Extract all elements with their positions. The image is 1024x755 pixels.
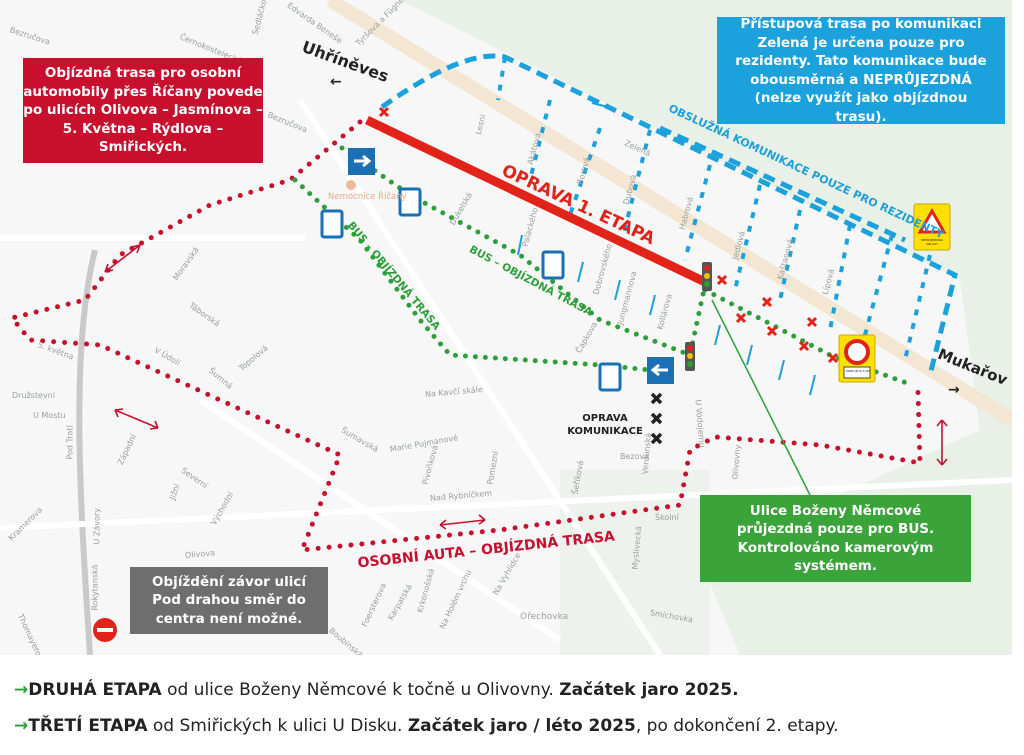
residents-road	[380, 53, 958, 376]
street-label: Rokytanská	[90, 564, 100, 611]
arrow-right-icon: →	[948, 382, 960, 398]
street-label: Bezová	[620, 452, 650, 461]
street-label: Ořechovka	[520, 612, 569, 622]
repair-x-icon	[650, 392, 663, 445]
hospital-label: Nemocnice Říčany	[328, 192, 407, 202]
no-entry-icon	[93, 618, 117, 642]
car-detour-route	[7, 119, 923, 553]
main-road	[326, 0, 1012, 426]
street-label: U Mostu	[33, 411, 66, 420]
stage-2-line: →DRUHÁ ETAPA od ulice Boženy Němcové k t…	[14, 680, 739, 700]
stage-start: Začátek jaro 2025.	[559, 680, 739, 700]
bus-only-info-box: Ulice Boženy Němcové průjezdná pouze pro…	[700, 495, 971, 582]
arrow-right-icon: →	[14, 716, 29, 736]
two-way-arrow-icon	[104, 244, 948, 530]
stage-start: Začátek jaro / léto 2025	[407, 716, 636, 736]
stage-3-line: →TŘETÍ ETAPA od Smiřických k ulici U Dis…	[14, 716, 839, 736]
residents-side-streets	[496, 56, 932, 361]
residents-info-box: Přístupová trasa po komunikaci Zelená je…	[717, 16, 1005, 125]
callout-line	[711, 299, 811, 496]
warning-sign-text: NEPRŮJEZDNÁ OBLAST	[921, 238, 943, 246]
no-entry-sign-icon	[838, 334, 876, 383]
street-label: Pod Tratí	[65, 425, 75, 460]
hospital-icon	[346, 180, 356, 190]
bus-stop-icon	[320, 187, 622, 392]
stage-title: TŘETÍ ETAPA	[28, 716, 148, 736]
car-detour-info-box: Objízdná trasa pro osobní automobily pře…	[23, 58, 263, 163]
direction-sign-right-icon	[348, 148, 375, 175]
stage-note: , po dokončení 2. etapy.	[635, 716, 839, 736]
construction-stage-1	[365, 115, 707, 287]
road-repair-label: OPRAVA KOMUNIKACE	[567, 413, 643, 437]
direction-sign-left-icon	[647, 357, 674, 384]
arrow-left-icon: ←	[330, 74, 342, 90]
street-label: Družstevní	[12, 391, 55, 400]
green-area	[400, 0, 1012, 655]
traffic-light-icon	[685, 262, 712, 371]
warning-sign-icon	[913, 203, 951, 251]
arrow-right-icon: →	[14, 680, 29, 700]
barrier-info-box: Objíždění závor ulicí Pod drahou směr do…	[130, 567, 328, 634]
closure-x-icon	[378, 106, 839, 364]
stage-title: DRUHÁ ETAPA	[28, 680, 162, 700]
two-way-arrow-blue-icon	[517, 102, 816, 396]
map[interactable]: → ← Bezručova Černokostelecká Edvarda Be…	[0, 0, 1012, 655]
map-routes: → ←	[7, 0, 1012, 655]
no-entry-sign-text: MIMO BUS A IZS	[846, 369, 871, 373]
stage-text: od ulice Boženy Němcové k točně u Olivov…	[161, 680, 560, 700]
stage-text: od Smiřických k ulici U Disku.	[147, 716, 408, 736]
street-label: Školní	[655, 513, 679, 522]
railway	[76, 249, 98, 655]
street-label: U Závory	[92, 508, 102, 545]
